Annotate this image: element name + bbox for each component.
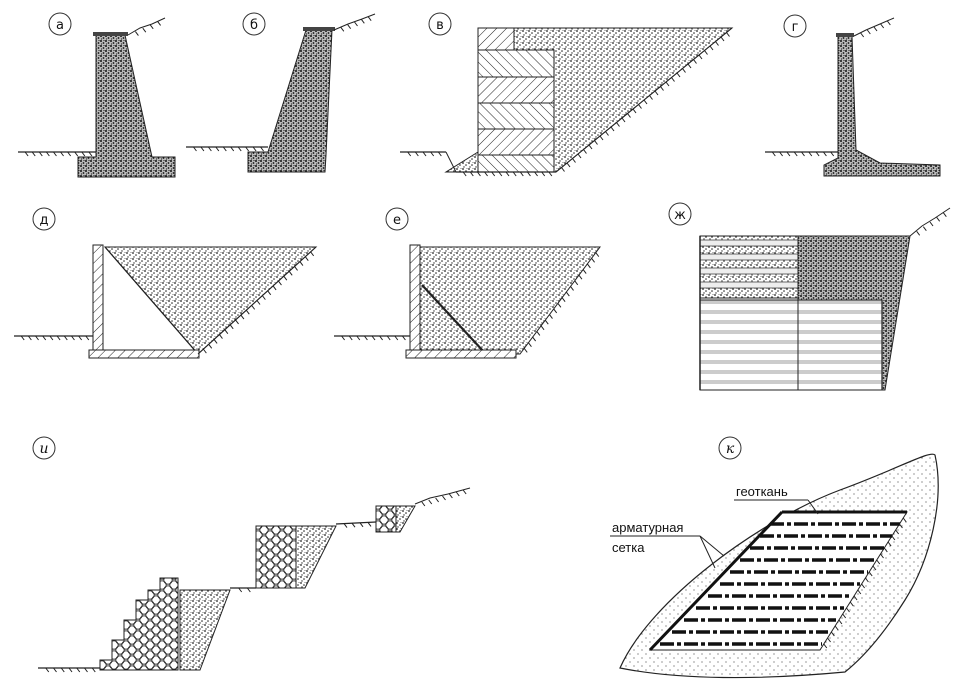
- panel-zh: ж: [668, 202, 951, 391]
- panel-e: е: [334, 207, 601, 359]
- panel-zh-label: ж: [674, 208, 686, 223]
- panel-v-label: в: [436, 18, 444, 33]
- panel-a-label: а: [56, 18, 64, 33]
- mesh-label-line1: арматурная: [612, 520, 683, 535]
- panel-v: в: [400, 12, 734, 173]
- panel-k: к геоткань арматурная сетка: [610, 436, 939, 679]
- panel-a-label-circle: [48, 12, 72, 36]
- panel-b-label: б: [250, 18, 258, 33]
- panel-g-label: г: [792, 20, 799, 35]
- panel-d: д: [14, 207, 318, 359]
- panel-d-label: д: [40, 213, 49, 228]
- panel-i: и: [32, 436, 471, 671]
- panel-b: б: [186, 12, 376, 173]
- mesh-label-line2: сетка: [612, 540, 645, 555]
- panel-g: г: [765, 14, 941, 177]
- panel-e-label: е: [393, 213, 401, 228]
- panel-a: а: [18, 12, 176, 178]
- ground-hatch-ticks: [20, 16, 947, 673]
- panel-k-label: к: [726, 441, 735, 457]
- geotextile-label: геоткань: [736, 484, 788, 499]
- reinforcement-layers: [660, 510, 907, 646]
- panel-i-label: и: [39, 441, 48, 457]
